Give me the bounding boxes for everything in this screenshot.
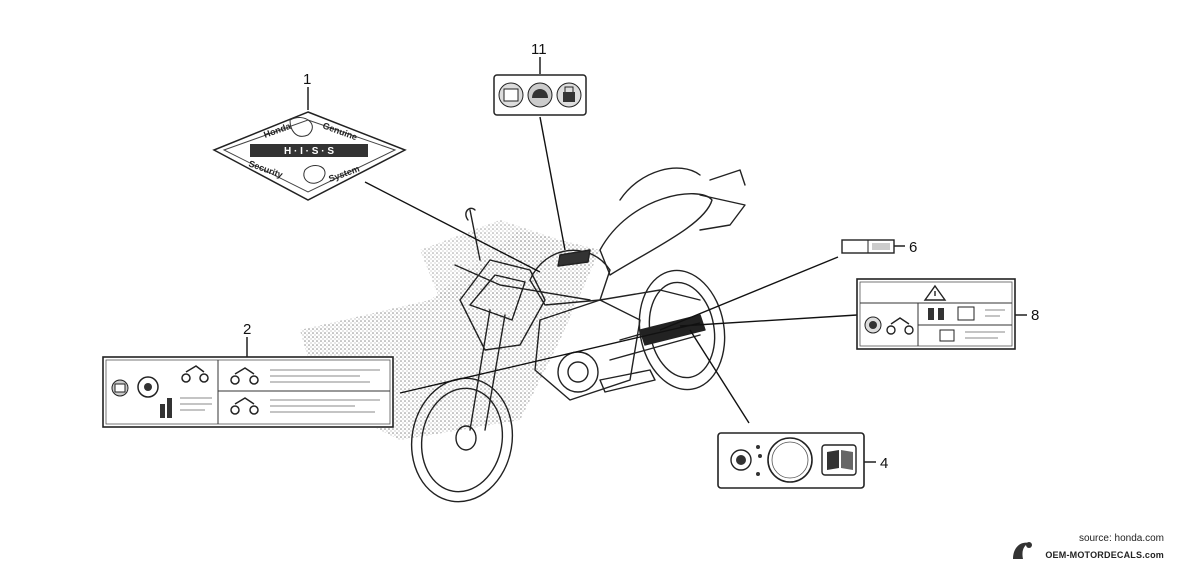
book-icon (821, 444, 857, 476)
leader-lines (246, 57, 1027, 463)
motorcycle-icon (886, 317, 914, 335)
decal-8 (856, 278, 1016, 350)
decal-2 (102, 356, 394, 428)
helmet-icon (527, 82, 553, 108)
decal-11 (493, 74, 587, 116)
decal-6 (841, 239, 895, 254)
gauge-icon (864, 316, 882, 334)
callout-1: 1 (303, 71, 311, 88)
callout-2: 2 (243, 321, 251, 338)
decal1-middle: H · I · S · S (284, 146, 334, 157)
motorcycle-icon (230, 367, 259, 385)
site-label: OEM-MOTORDECALS.com (1045, 550, 1164, 560)
brand-logo-icon (1013, 542, 1033, 559)
motorcycle-icon (230, 397, 259, 415)
callout-8: 8 (1031, 307, 1039, 324)
brake-icon (137, 376, 159, 398)
watermark: source: honda.com OEM-MOTORDECALS.com (1013, 533, 1164, 560)
decal-1-hiss: Honda Genuine H · I · S · S Security Sys… (212, 111, 407, 201)
motorcycle-icon (181, 365, 209, 383)
callout-6: 6 (909, 239, 917, 256)
book-icon (111, 379, 129, 397)
callout-11: 11 (531, 41, 547, 58)
source-label: source: honda.com (1078, 533, 1164, 544)
warning-icon (923, 284, 947, 301)
callout-4: 4 (880, 455, 888, 472)
decal-4 (717, 432, 865, 489)
book-icon (498, 82, 524, 108)
gauge-icon (730, 449, 752, 471)
motorcycle-drawing (410, 167, 746, 503)
lock-icon (556, 82, 582, 108)
